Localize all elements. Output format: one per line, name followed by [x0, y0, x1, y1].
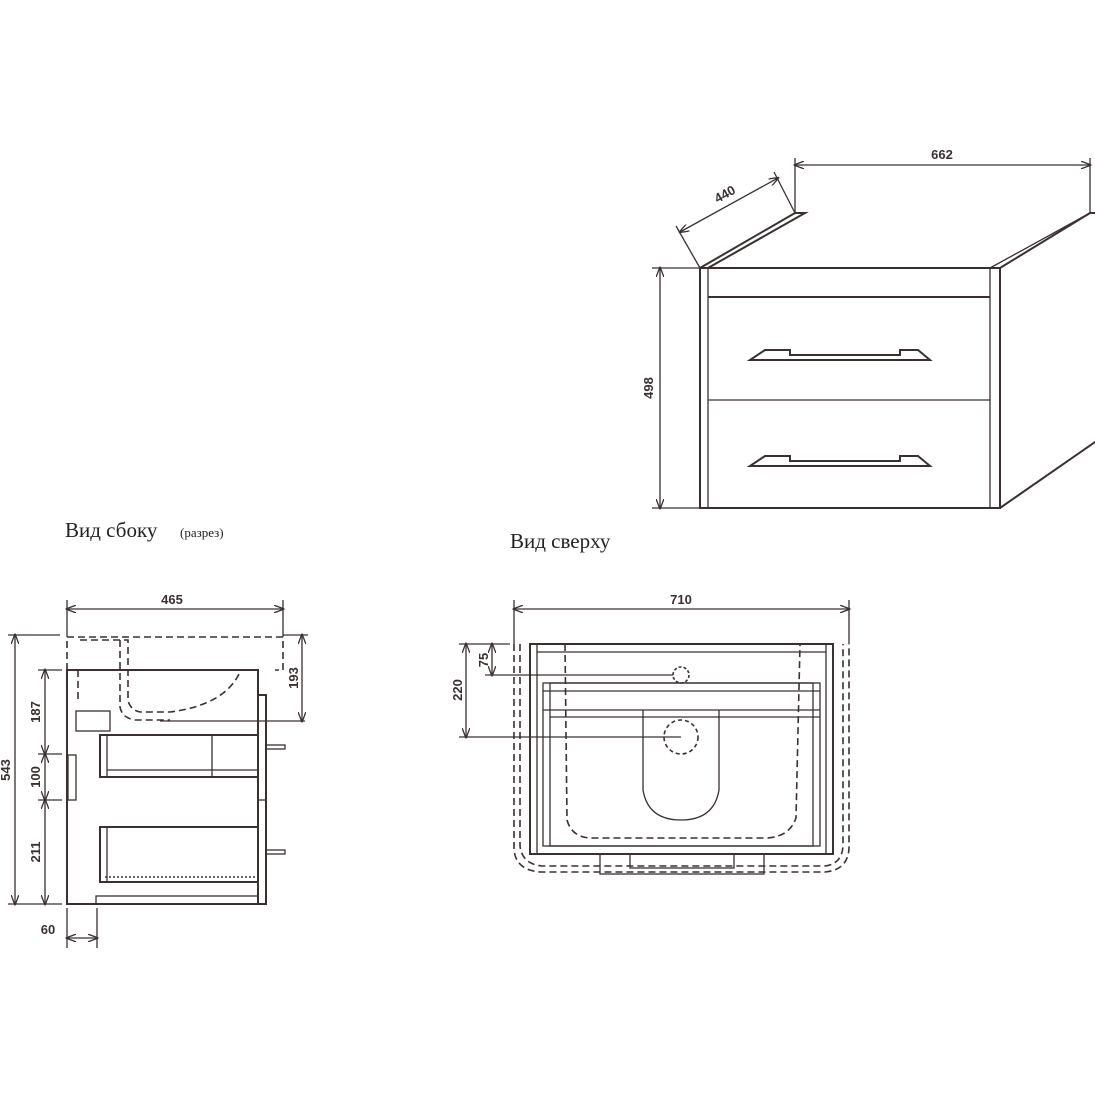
top-view: 710 220 75 — [450, 592, 849, 875]
iso-view: 662 440 498 — [641, 147, 1095, 508]
dim-middle: 100 — [28, 766, 43, 788]
dim-top-tap: 75 — [476, 653, 491, 667]
tap-hole — [672, 666, 690, 684]
upper-drawer — [99, 734, 259, 778]
drain-hole — [663, 719, 699, 755]
dim-iso-height: 498 — [641, 377, 656, 399]
dim-upper: 187 — [28, 701, 43, 723]
right-side-panel — [999, 212, 1095, 509]
side-view-subtitle: (разрез) — [180, 525, 224, 540]
front-handle — [599, 853, 765, 875]
wall-mount — [67, 754, 77, 801]
left-side-panel — [699, 212, 809, 269]
dim-side-depth: 465 — [161, 592, 183, 607]
basin-outline — [564, 643, 801, 839]
lower-drawer — [99, 826, 259, 883]
dim-top-drain: 220 — [450, 679, 465, 701]
cabinet-body — [66, 669, 259, 905]
upper-handle — [265, 744, 286, 750]
top-view-title: Вид сверху — [510, 529, 611, 553]
cabinet-front — [699, 267, 1001, 509]
side-view-title: Вид сбоку — [65, 518, 158, 542]
dim-offset: 60 — [41, 922, 55, 937]
dim-side-height: 543 — [0, 759, 13, 781]
upper-drawer-handle — [746, 349, 933, 361]
side-view: 465 543 193 187 100 211 60 — [0, 592, 308, 948]
dim-lower: 211 — [28, 842, 43, 863]
lower-drawer-handle — [746, 455, 933, 467]
dim-top-width: 710 — [670, 592, 692, 607]
dim-basin-depth: 193 — [286, 667, 301, 689]
lower-handle — [265, 849, 286, 855]
dim-iso-width: 662 — [931, 147, 953, 162]
siphon-cutout — [642, 710, 720, 821]
bracket — [75, 710, 111, 732]
